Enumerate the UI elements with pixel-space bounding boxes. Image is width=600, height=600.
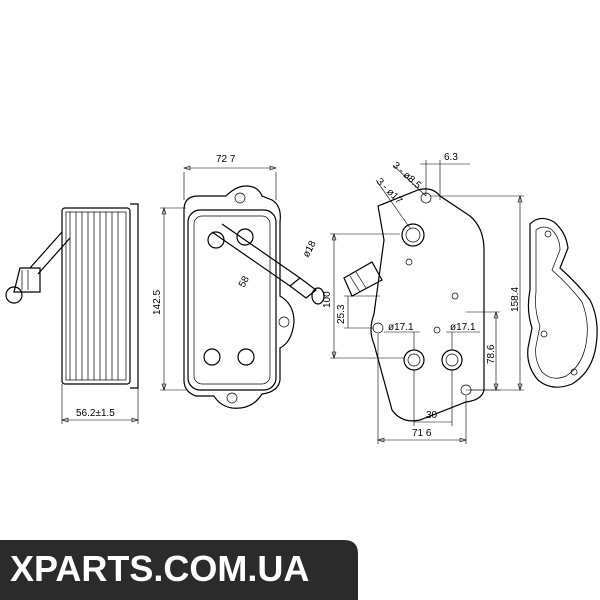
watermark-banner [0,540,358,600]
front-height-dimension: 142.5 [152,290,163,315]
rear-total-height-dimension: 100 [322,291,333,308]
side-width-dimension: 56.2±1.5 [76,408,115,419]
gasket-view [527,217,598,388]
pipe-length-dimension: 58 [237,274,252,289]
bolt-spec-1-label: 3 - ø8.5 [390,160,423,192]
port-spacing-dimension: 30 [426,410,438,421]
offset-small-dimension: 25.3 [336,304,347,324]
port-diameter-2-label: ø17.1 [450,322,476,333]
front-width-dimension: 72 7 [216,154,236,165]
overall-height-dimension: 158.4 [510,287,521,312]
port-diameter-1-label: ø17.1 [388,322,414,333]
rear-view: 100 25.3 78.6 158.4 30 71 6 6.3 3 - ø8.5… [322,152,524,444]
offset-top-dimension: 6.3 [444,152,458,163]
side-view: 56.2±1.5 [5,203,139,424]
rear-width-dimension: 71 6 [412,428,432,439]
port-height-dimension: 78.6 [486,344,497,364]
front-view: 72 7 142.5 ø18 58 [152,154,325,409]
bolt-spec-2-label: 3 - ø17 [374,176,404,206]
pipe-diameter-dimension: ø18 [301,239,319,260]
watermark-text: XPARTS.COM.UA [10,548,310,589]
